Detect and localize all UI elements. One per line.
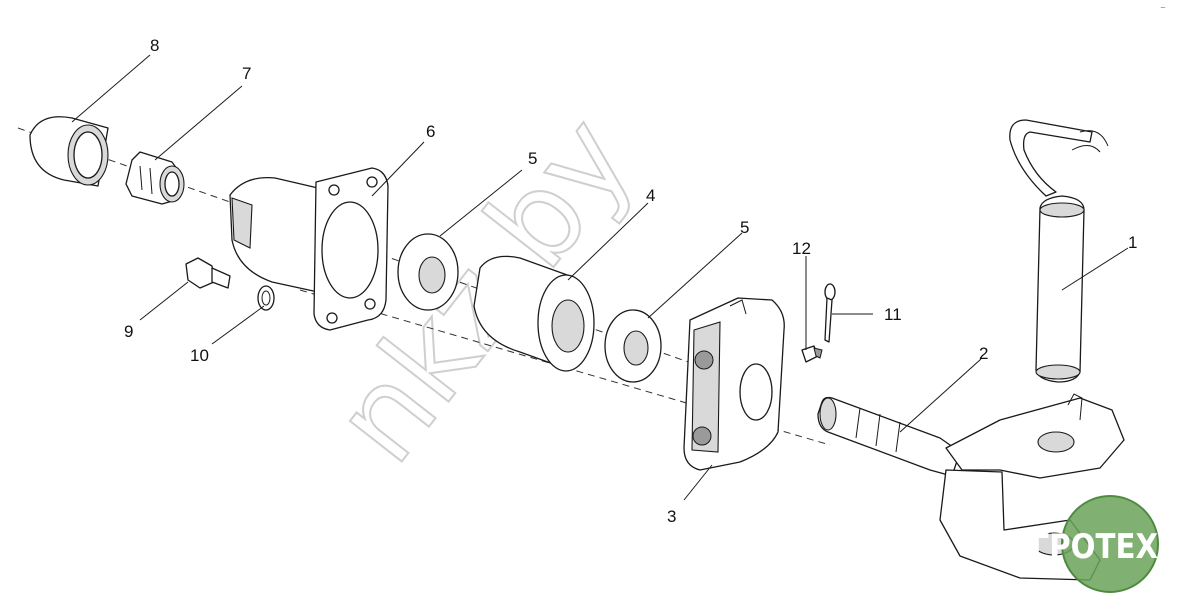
part-4-sleeve: [473, 255, 595, 372]
callout-5-right: 5: [740, 218, 749, 237]
callout-9: 9: [124, 322, 133, 341]
part-5-washer-right: [604, 309, 662, 383]
corner-mark: ~: [1160, 4, 1166, 12]
callout-12: 12: [792, 239, 811, 258]
logo-circle: [1061, 495, 1159, 593]
callout-6: 6: [426, 122, 435, 141]
part-8-bushing: [29, 116, 109, 187]
callout-8-label: 8: [150, 36, 159, 55]
callout-4: 4: [646, 186, 655, 205]
part-9-bolt: [185, 257, 231, 289]
callout-7: 7: [242, 64, 251, 83]
logo-text: АГРОТЕХ: [1008, 527, 1158, 567]
callout-2: 2: [979, 344, 988, 363]
part-10-washer: [257, 285, 275, 311]
part-3-bracket: [683, 297, 785, 471]
callout-11: 11: [884, 305, 902, 324]
part-5-washer-left: [397, 233, 459, 311]
callout-1: 1: [1128, 233, 1137, 252]
part-7-nut: [125, 151, 185, 205]
part-11-cotter-pin: [824, 283, 836, 343]
callout-10: 10: [190, 346, 209, 365]
part-1-hitch-pin: [1009, 119, 1109, 383]
part-6-flange-housing: [229, 167, 389, 331]
callout-3: 3: [667, 507, 676, 526]
part-2-hitch-shaft: [817, 393, 1125, 581]
leader-lines: [71, 54, 1129, 501]
callout-5-left: 5: [528, 149, 537, 168]
part-12-grease-fitting: [801, 345, 823, 363]
agrotech-logo: АГРОТЕХ: [1008, 495, 1159, 593]
